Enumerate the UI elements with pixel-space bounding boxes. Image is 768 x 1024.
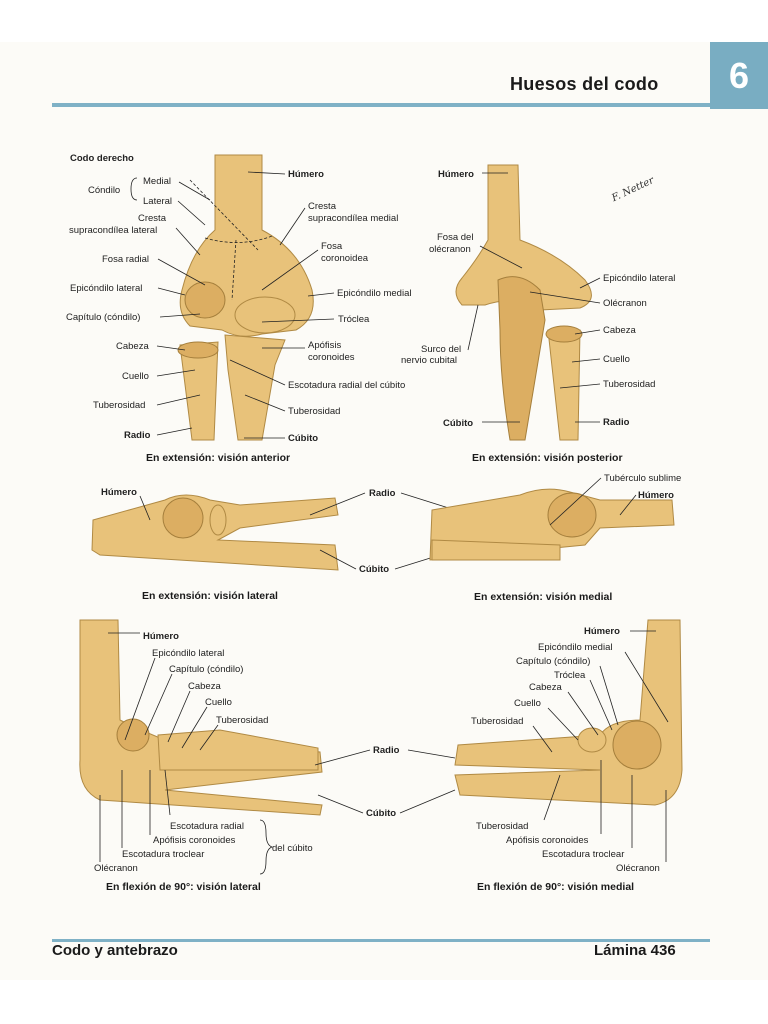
posterior-view-figure (455, 164, 592, 441)
medial-label: Medial (143, 176, 171, 187)
cuello-flex-medial-label: Cuello (514, 698, 541, 709)
epicondilo-lateral-posterior-label: Epicóndilo lateral (603, 273, 675, 284)
cuello-flex-lateral-label: Cuello (205, 697, 232, 708)
fosa-olecranon-label-2: olécranon (429, 244, 471, 255)
fosa-coronoidea-label-2: coronoidea (321, 253, 369, 264)
chapter-number-badge: 6 (710, 42, 768, 109)
cabeza-flex-medial-label: Cabeza (529, 682, 562, 693)
humero-flex-lateral-label: Húmero (143, 631, 179, 642)
footer-section-title: Codo y antebrazo (52, 942, 178, 959)
apofisis-flex-medial-label: Apófisis coronoides (506, 835, 589, 846)
fosa-radial-label: Fosa radial (102, 254, 149, 265)
radio-label: Radio (124, 430, 151, 441)
fosa-coronoidea-label-1: Fosa (321, 241, 343, 252)
cresta-lateral-label-2: supracondílea lateral (69, 225, 157, 236)
tuberculo-sublime-label: Tubérculo sublime (604, 473, 681, 484)
escotadura-troclear-flex-label: Escotadura troclear (122, 849, 204, 860)
codo-derecho-label: Codo derecho (70, 153, 134, 164)
capitulo-flex-medial-label: Capítulo (cóndilo) (516, 656, 590, 667)
lateral-extension-figure (91, 494, 339, 571)
tuberosidad-label: Tuberosidad (93, 400, 145, 411)
humero-label: Húmero (288, 169, 324, 180)
header-rule (52, 103, 710, 107)
apofisis-flex-lateral-label: Apófisis coronoides (153, 835, 236, 846)
capitulo-label: Capítulo (cóndilo) (66, 312, 140, 323)
surco-nervio-label-1: Surco del (421, 344, 461, 355)
artist-signature: F. Netter (609, 175, 657, 205)
caption-lateral-flexion: En flexión de 90°: visión lateral (106, 881, 261, 893)
footer-rule (52, 939, 710, 942)
apofisis-coronoides-label-2: coronoides (308, 352, 355, 363)
cubito-label: Cúbito (288, 433, 318, 444)
lateral-flexion-figure (79, 619, 323, 816)
cubito-posterior-label: Cúbito (443, 418, 473, 429)
escotadura-radial-label: Escotadura radial del cúbito (288, 380, 405, 391)
cresta-medial-label-2: supracondílea medial (308, 213, 398, 224)
olecranon-flex-lateral-label: Olécranon (94, 863, 138, 874)
epicondilo-lateral-label: Epicóndilo lateral (70, 283, 142, 294)
cubito-lower-center-label: Cúbito (366, 808, 396, 819)
cresta-lateral-label-1: Cresta (138, 213, 167, 224)
cabeza-posterior-label: Cabeza (603, 325, 636, 336)
tuberosidad-flex-medial-top-label: Tuberosidad (471, 716, 523, 727)
epicondilo-medial-flex-label: Epicóndilo medial (538, 642, 612, 653)
humero-lateral-label: Húmero (101, 487, 137, 498)
tuberosidad-flex-lateral-label: Tuberosidad (216, 715, 268, 726)
caption-medial-extension: En extensión: visión medial (474, 591, 612, 603)
cuello-posterior-label: Cuello (603, 354, 630, 365)
cubito-center-label: Cúbito (359, 564, 389, 575)
fosa-olecranon-label-1: Fosa del (437, 232, 473, 243)
page-title: Huesos del codo (510, 74, 659, 94)
cabeza-flex-lateral-label: Cabeza (188, 681, 221, 692)
humero-posterior-label: Húmero (438, 169, 474, 180)
anterior-view-figure (177, 154, 314, 441)
olecranon-posterior-label: Olécranon (603, 298, 647, 309)
caption-anterior: En extensión: visión anterior (146, 452, 290, 464)
medial-extension-figure (429, 488, 675, 561)
epicondilo-medial-label: Epicóndilo medial (337, 288, 411, 299)
surco-nervio-label-2: nervio cubital (401, 355, 457, 366)
troclea-label: Tróclea (338, 314, 370, 325)
caption-posterior: En extensión: visión posterior (472, 452, 623, 464)
humero-flex-medial-label: Húmero (584, 626, 620, 637)
caption-lateral-extension: En extensión: visión lateral (142, 590, 278, 602)
radio-posterior-label: Radio (603, 417, 630, 428)
tuberosidad-cubito-label: Tuberosidad (288, 406, 340, 417)
escotadura-troclear-flex-medial-label: Escotadura troclear (542, 849, 624, 860)
cuello-label: Cuello (122, 371, 149, 382)
del-cubito-label: del cúbito (272, 843, 313, 854)
footer-plate-number: Lámina 436 (594, 942, 676, 959)
troclea-flex-medial-label: Tróclea (554, 670, 586, 681)
caption-medial-flexion: En flexión de 90°: visión medial (477, 881, 634, 893)
cresta-medial-label-1: Cresta (308, 201, 337, 212)
epicondilo-lateral-flex-label: Epicóndilo lateral (152, 648, 224, 659)
olecranon-flex-medial-label: Olécranon (616, 863, 660, 874)
escotadura-radial-flex-label: Escotadura radial (170, 821, 244, 832)
apofisis-coronoides-label-1: Apófisis (308, 340, 342, 351)
tuberosidad-flex-medial-label: Tuberosidad (476, 821, 528, 832)
radio-lower-center-label: Radio (373, 745, 400, 756)
lateral-label: Lateral (143, 196, 172, 207)
cabeza-label: Cabeza (116, 341, 149, 352)
humero-medial-label: Húmero (638, 490, 674, 501)
capitulo-flex-lateral-label: Capítulo (cóndilo) (169, 664, 243, 675)
condilo-label: Cóndilo (88, 185, 120, 196)
medial-flexion-figure (454, 619, 683, 806)
tuberosidad-posterior-label: Tuberosidad (603, 379, 655, 390)
radio-center-label: Radio (369, 488, 396, 499)
